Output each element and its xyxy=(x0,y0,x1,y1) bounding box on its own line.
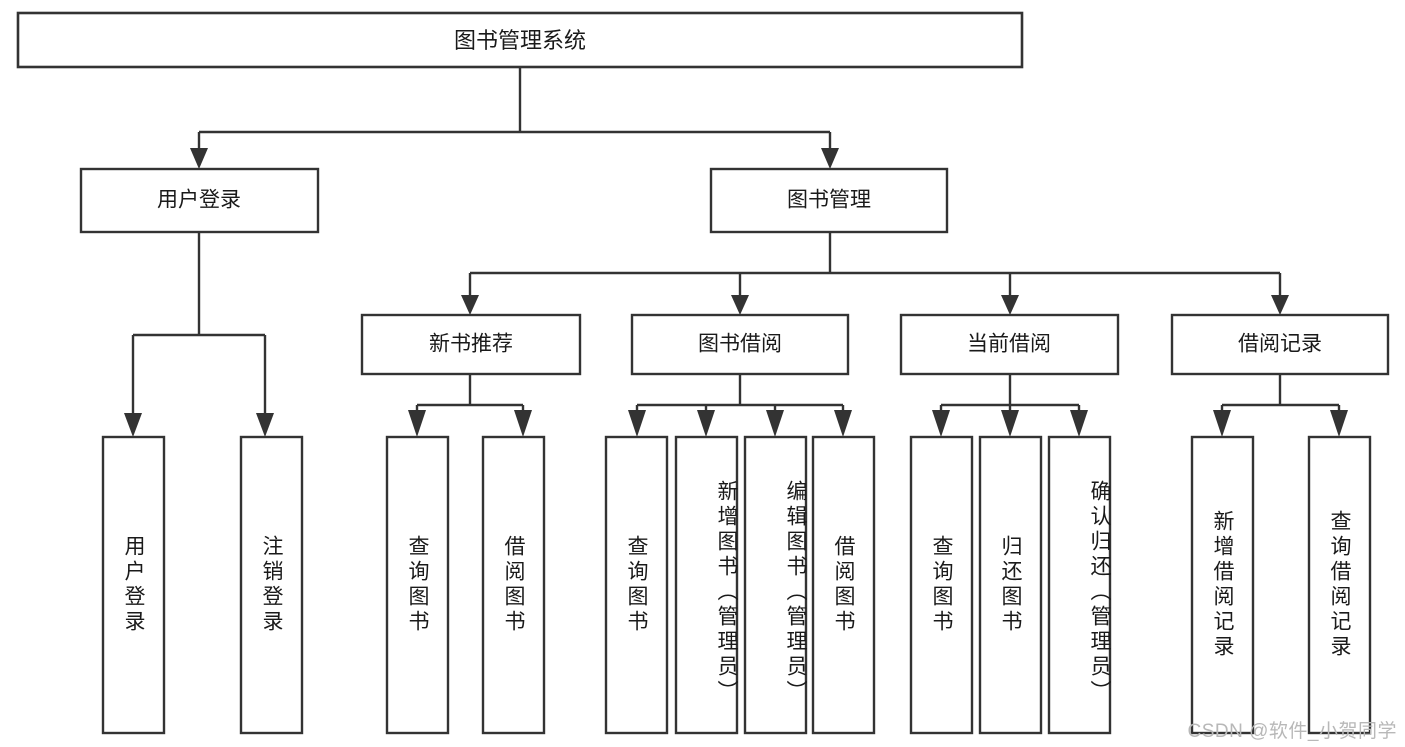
node-root-system-label: 图书管理系统 xyxy=(454,28,586,53)
node-borrow-record-box[interactable] xyxy=(1170,313,1390,376)
node-current-borrow-label: 当前借阅 xyxy=(967,333,1051,356)
node-current-borrow-box[interactable] xyxy=(899,313,1120,376)
node-root-system[interactable]: 图书管理系统 xyxy=(16,11,1024,69)
leaf-box-confirm-return-admin[interactable] xyxy=(1047,435,1112,735)
leaf-box-add-borrow-record[interactable] xyxy=(1190,435,1255,735)
leaf-box-borrow-book-2[interactable] xyxy=(811,435,876,735)
node-book-management-label: 图书管理 xyxy=(787,189,871,212)
node-borrow-record-label: 借阅记录 xyxy=(1238,333,1322,356)
arrow-head-icon xyxy=(124,413,142,437)
arrow-head-icon xyxy=(461,295,479,315)
node-book-management-box[interactable] xyxy=(709,167,949,234)
leaf-box-query-book-1[interactable] xyxy=(385,435,450,735)
node-borrow-record[interactable]: 借阅记录 xyxy=(1170,313,1390,376)
arrow-head-icon xyxy=(834,410,852,437)
node-current-borrow[interactable]: 当前借阅 xyxy=(899,313,1120,376)
arrow-head-icon xyxy=(697,410,715,437)
leaf-box-user-logout[interactable] xyxy=(239,435,304,735)
node-book-management[interactable]: 图书管理 xyxy=(709,167,949,234)
arrow-head-icon xyxy=(821,148,839,169)
arrow-head-icon xyxy=(1271,295,1289,315)
arrow-head-icon xyxy=(256,413,274,437)
node-new-book-recommend-label: 新书推荐 xyxy=(429,333,513,356)
connector-layer xyxy=(124,67,1348,437)
node-book-borrow-label: 图书借阅 xyxy=(698,333,782,356)
arrow-head-icon xyxy=(1070,410,1088,437)
node-user-login[interactable]: 用户登录 xyxy=(79,167,320,234)
watermark-text: CSDN @软件_小贺同学 xyxy=(1187,721,1397,742)
arrow-head-icon xyxy=(1001,410,1019,437)
leaf-box-borrow-book-1[interactable] xyxy=(481,435,546,735)
node-book-borrow[interactable]: 图书借阅 xyxy=(630,313,850,376)
leaf-box-query-book-3[interactable] xyxy=(909,435,974,735)
leaf-box-query-borrow-record[interactable] xyxy=(1307,435,1372,735)
node-new-book-recommend[interactable]: 新书推荐 xyxy=(360,313,582,376)
arrow-head-icon xyxy=(1330,410,1348,437)
arrow-head-icon xyxy=(628,410,646,437)
node-new-book-recommend-box[interactable] xyxy=(360,313,582,376)
leaf-box-edit-book-admin[interactable] xyxy=(743,435,808,735)
node-user-login-box[interactable] xyxy=(79,167,320,234)
arrow-head-icon xyxy=(731,295,749,315)
arrow-head-icon xyxy=(514,410,532,437)
arrow-head-icon xyxy=(1213,410,1231,437)
node-book-borrow-box[interactable] xyxy=(630,313,850,376)
arrow-head-icon xyxy=(190,148,208,169)
arrow-head-icon xyxy=(1001,295,1019,315)
leaf-box-query-book-2[interactable] xyxy=(604,435,669,735)
arrow-head-icon xyxy=(766,410,784,437)
leaf-box-return-book[interactable] xyxy=(978,435,1043,735)
node-user-login-label: 用户登录 xyxy=(157,189,241,212)
arrow-head-icon xyxy=(408,410,426,437)
node-root-system-box[interactable] xyxy=(16,11,1024,69)
leaf-box-user-login[interactable] xyxy=(101,435,166,735)
leaf-box-add-book-admin[interactable] xyxy=(674,435,739,735)
arrow-head-icon xyxy=(932,410,950,437)
